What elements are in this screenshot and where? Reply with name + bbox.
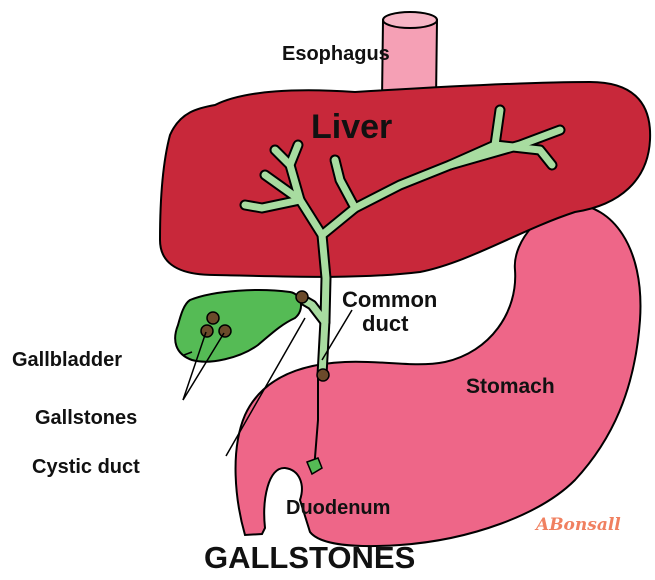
label-duodenum: Duodenum [286, 497, 390, 519]
label-stomach: Stomach [466, 375, 555, 398]
gallstone [296, 291, 308, 303]
gallstone [317, 369, 329, 381]
gallstone [219, 325, 231, 337]
label-esophagus: Esophagus [282, 43, 390, 65]
gallstone [207, 312, 219, 324]
label-gallstones: Gallstones [35, 407, 137, 429]
label-common-duct-line1: Common [342, 287, 437, 312]
label-gallbladder: Gallbladder [12, 349, 122, 371]
gallstone [201, 325, 213, 337]
artist-signature: ABonsall [534, 515, 621, 535]
label-liver: Liver [311, 108, 392, 146]
label-common-duct-line2: duct [362, 311, 409, 336]
gallbladder [175, 290, 301, 362]
esophagus-opening [383, 12, 437, 28]
title: GALLSTONES [204, 540, 415, 575]
label-cystic-duct: Cystic duct [32, 456, 140, 478]
